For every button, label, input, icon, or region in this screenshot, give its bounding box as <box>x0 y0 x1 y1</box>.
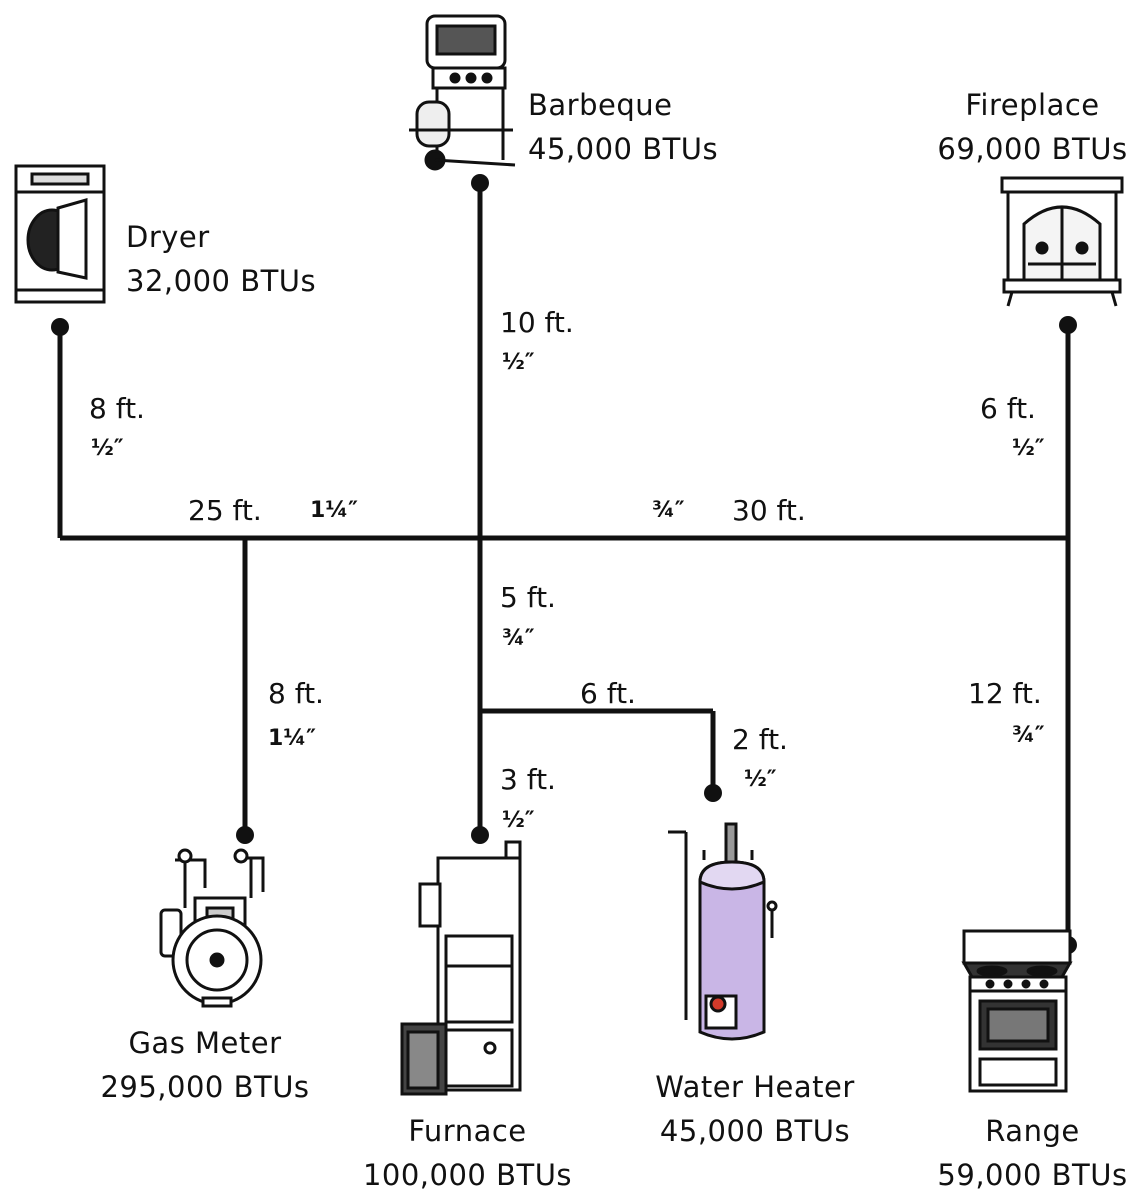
heater-run-length: 6 ft. <box>580 677 636 710</box>
barbeque-btu: 45,000 BTUs <box>528 132 719 166</box>
range-label: Range 59,000 BTUs <box>930 1114 1135 1192</box>
furnace-btu: 100,000 BTUs <box>362 1158 573 1192</box>
furnace-icon <box>398 838 528 1100</box>
dryer-icon <box>8 160 110 310</box>
heater-connection <box>704 784 722 802</box>
heater-drop-size: ½″ <box>744 767 777 792</box>
furnace-drop-size: ½″ <box>502 808 535 833</box>
gas-meter-btu: 295,000 BTUs <box>100 1070 310 1104</box>
barbeque-name: Barbeque <box>528 88 673 122</box>
dryer-branch-length: 8 ft. <box>89 392 145 425</box>
gas-meter-name: Gas Meter <box>128 1026 282 1060</box>
furnace-name: Furnace <box>408 1114 527 1148</box>
barbeque-label: Barbeque 45,000 BTUs <box>528 88 718 166</box>
furnace-connection <box>471 826 489 844</box>
heater-drop-length: 2 ft. <box>732 723 788 756</box>
dryer-connection <box>51 318 69 336</box>
range-branch-length: 12 ft. <box>968 677 1042 710</box>
fireplace-label: Fireplace 69,000 BTUs <box>930 88 1135 166</box>
barbeque-branch-length: 10 ft. <box>500 306 574 339</box>
gas-meter-icon <box>155 848 280 1010</box>
fireplace-btu: 69,000 BTUs <box>937 132 1128 166</box>
barbeque-connection <box>471 174 489 192</box>
barbeque-branch-size: ½″ <box>502 350 535 375</box>
fireplace-branch-size: ½″ <box>1012 436 1045 461</box>
dryer-branch-size: ½″ <box>91 436 124 461</box>
dryer-btu: 32,000 BTUs <box>126 264 317 298</box>
range-btu: 59,000 BTUs <box>937 1158 1128 1192</box>
meter-connection <box>236 826 254 844</box>
water-heater-btu: 45,000 BTUs <box>659 1114 851 1148</box>
fireplace-branch-length: 6 ft. <box>980 392 1036 425</box>
main-left-length: 25 ft. <box>188 494 262 527</box>
main-left-size: 1¼″ <box>310 498 358 523</box>
fireplace-icon <box>996 172 1128 310</box>
dryer-name: Dryer <box>126 220 210 254</box>
furnace-drop-length: 3 ft. <box>500 763 556 796</box>
main-right-size: ¾″ <box>652 498 685 523</box>
center-trunk-size: ¾″ <box>502 626 535 651</box>
water-heater-name: Water Heater <box>655 1070 855 1104</box>
meter-riser-length: 8 ft. <box>268 677 324 710</box>
range-branch-size: ¾″ <box>1012 723 1045 748</box>
center-trunk-length: 5 ft. <box>500 581 556 614</box>
gas-meter-label: Gas Meter 295,000 BTUs <box>90 1026 320 1104</box>
range-name: Range <box>985 1114 1080 1148</box>
fireplace-name: Fireplace <box>965 88 1100 122</box>
dryer-label: Dryer 32,000 BTUs <box>126 220 316 298</box>
main-right-length: 30 ft. <box>732 494 806 527</box>
meter-riser-size: 1¼″ <box>268 726 316 751</box>
furnace-label: Furnace 100,000 BTUs <box>355 1114 580 1192</box>
water-heater-icon <box>660 820 790 1056</box>
fireplace-connection <box>1059 316 1077 334</box>
barbeque-grill-icon <box>405 10 517 175</box>
water-heater-label: Water Heater 45,000 BTUs <box>630 1070 880 1148</box>
range-stove-icon <box>956 925 1076 1100</box>
